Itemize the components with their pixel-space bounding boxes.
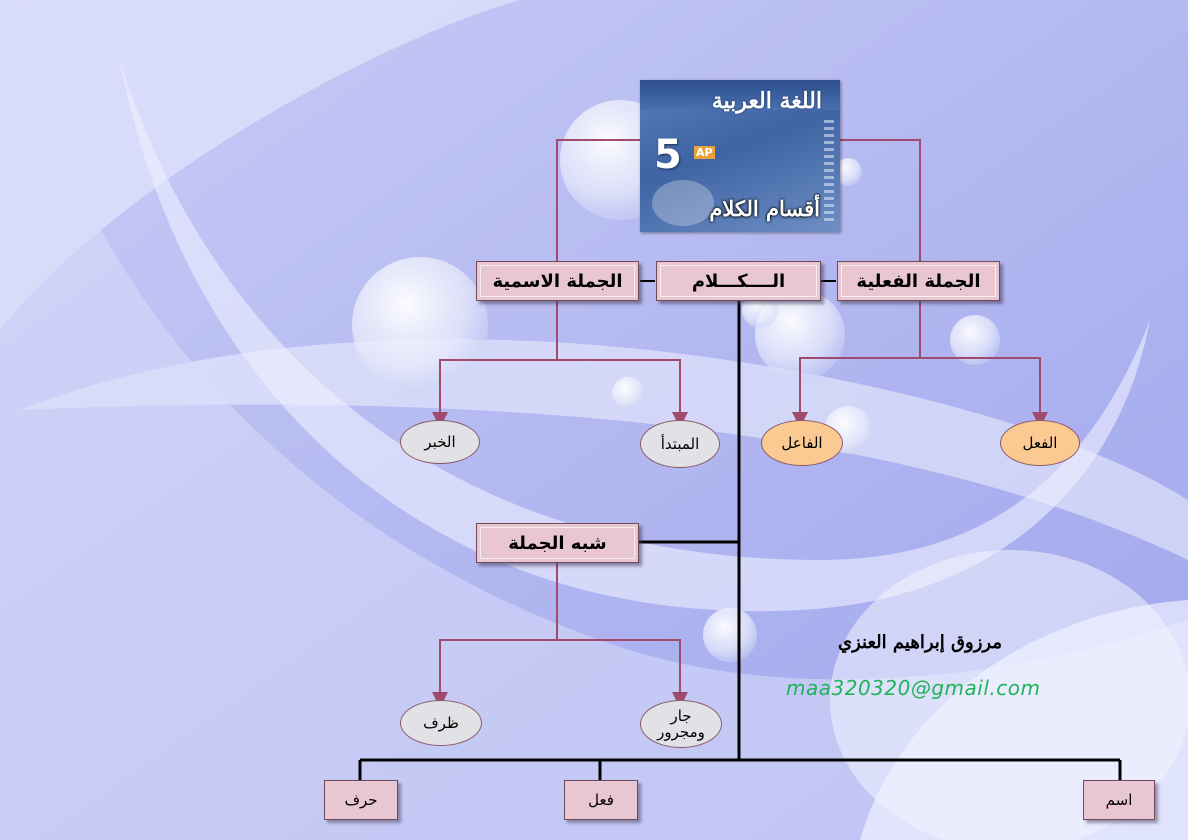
node-verbal-sentence: الجملة الفعلية [837, 261, 1000, 301]
node-kalam: الــــكـــلام [656, 261, 821, 301]
cover-grade: 5 [654, 132, 682, 178]
connector-to-mubtada [557, 359, 688, 428]
node-ism: اسم [1083, 780, 1155, 820]
connector-to-jar [557, 639, 688, 708]
author-name: مرزوق إبراهيم العنزي [838, 632, 1002, 653]
node-fiel: الفعل [1000, 420, 1080, 466]
node-nominal-sentence: الجملة الاسمية [476, 261, 639, 301]
connector-cover-verbal [840, 139, 921, 262]
node-jar-majrur: جار ومجرور [640, 700, 722, 748]
cover-caption: أقسام الكلام [709, 196, 820, 221]
book-cover-image: اللغة العربية 5 AP أقسام الكلام [640, 80, 840, 232]
connector-to-faeil [792, 357, 920, 428]
connector-to-khabar [432, 359, 557, 428]
node-zarf: ظرف [400, 700, 482, 746]
cover-grade-suffix: AP [694, 146, 715, 159]
cover-top-band [640, 80, 840, 110]
author-email[interactable]: maa320320@gmail.com [786, 676, 1041, 700]
node-fiel-word: فعل [564, 780, 638, 820]
cover-stripe [824, 120, 834, 224]
cover-emblem [652, 180, 714, 226]
connector-to-fiel [920, 357, 1048, 428]
connector-to-zarf [432, 639, 557, 708]
node-mubtada: المبتدأ [640, 420, 720, 468]
node-khabar: الخبر [400, 420, 480, 464]
node-faeil: الفاعل [761, 420, 843, 466]
node-semi-sentence: شبه الجملة [476, 523, 639, 563]
connector-cover-nominal [556, 139, 640, 262]
node-harf: حرف [324, 780, 398, 820]
cover-title: اللغة العربية [711, 88, 822, 114]
